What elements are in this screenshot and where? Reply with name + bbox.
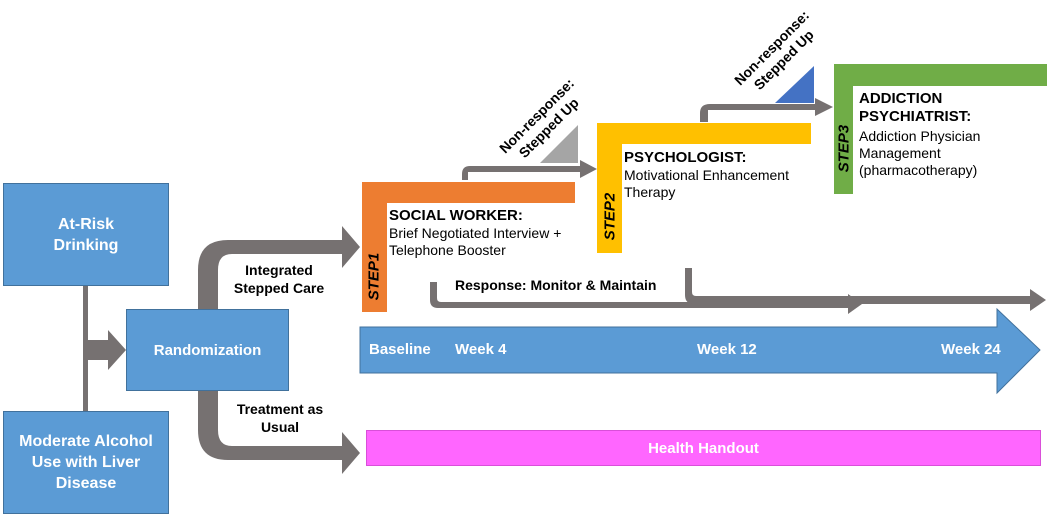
step3-title: ADDICTION PSYCHIATRIST: bbox=[859, 90, 972, 125]
nonresponse-arrow-1 bbox=[462, 160, 597, 180]
moderate-alcohol-label: Moderate Alcohol Use with Liver Disease bbox=[19, 433, 153, 492]
response-label: Response: Monitor & Maintain bbox=[455, 277, 657, 293]
moderate-alcohol-box: Moderate Alcohol Use with Liver Disease bbox=[3, 411, 169, 514]
left-connector-line bbox=[83, 285, 88, 413]
timeline-week12: Week 12 bbox=[697, 341, 757, 358]
timeline-week24: Week 24 bbox=[941, 341, 1001, 358]
treatment-as-usual-label: Treatment as Usual bbox=[236, 401, 324, 435]
step1-title: SOCIAL WORKER: bbox=[389, 207, 523, 224]
step1-bar-horizontal bbox=[362, 182, 575, 203]
arrow-integrated bbox=[198, 226, 360, 310]
step3-bar-vertical bbox=[834, 64, 853, 194]
step3-desc: Addiction Physician Management (pharmaco… bbox=[859, 128, 981, 178]
response-arrow-2 bbox=[685, 268, 1046, 311]
at-risk-drinking-box: At-Risk Drinking bbox=[3, 183, 169, 286]
response-arrow-1 bbox=[430, 282, 862, 314]
timeline-arrow bbox=[359, 307, 1041, 395]
step2-bar-vertical bbox=[597, 123, 622, 253]
randomization-label: Randomization bbox=[153, 341, 262, 359]
timeline-week4: Week 4 bbox=[455, 341, 507, 358]
nonresponse-triangle-2 bbox=[775, 66, 814, 103]
step1-text: SOCIAL WORKER: Brief Negotiated Intervie… bbox=[389, 207, 579, 259]
arrow-to-randomization bbox=[88, 330, 126, 370]
health-handout-bar: Health Handout bbox=[366, 430, 1041, 466]
step2-desc: Motivational Enhancement Therapy bbox=[624, 167, 789, 200]
step2-label: STEP2 bbox=[601, 192, 619, 241]
step2-text: PSYCHOLOGIST: Motivational Enhancement T… bbox=[624, 149, 804, 201]
step1-bar-vertical bbox=[362, 182, 387, 312]
nonresponse-triangle-1 bbox=[540, 125, 578, 163]
step3-text: ADDICTION PSYCHIATRIST: Addiction Physic… bbox=[859, 90, 1039, 179]
step1-desc: Brief Negotiated Interview + Telephone B… bbox=[389, 225, 562, 258]
nonresponse-arrow-2 bbox=[700, 98, 833, 122]
health-handout-label: Health Handout bbox=[648, 439, 759, 457]
arrow-tau bbox=[198, 390, 360, 474]
timeline-baseline: Baseline bbox=[369, 341, 431, 358]
step2-title: PSYCHOLOGIST: bbox=[624, 149, 747, 166]
at-risk-drinking-label: At-Risk Drinking bbox=[53, 215, 119, 254]
integrated-stepped-care-label: Integrated Stepped Care bbox=[233, 262, 325, 296]
step2-bar-horizontal bbox=[597, 123, 811, 144]
step3-label: STEP3 bbox=[835, 124, 853, 173]
randomization-box: Randomization bbox=[126, 309, 289, 391]
step3-bar-horizontal bbox=[834, 64, 1047, 86]
step1-label: STEP1 bbox=[365, 252, 383, 301]
